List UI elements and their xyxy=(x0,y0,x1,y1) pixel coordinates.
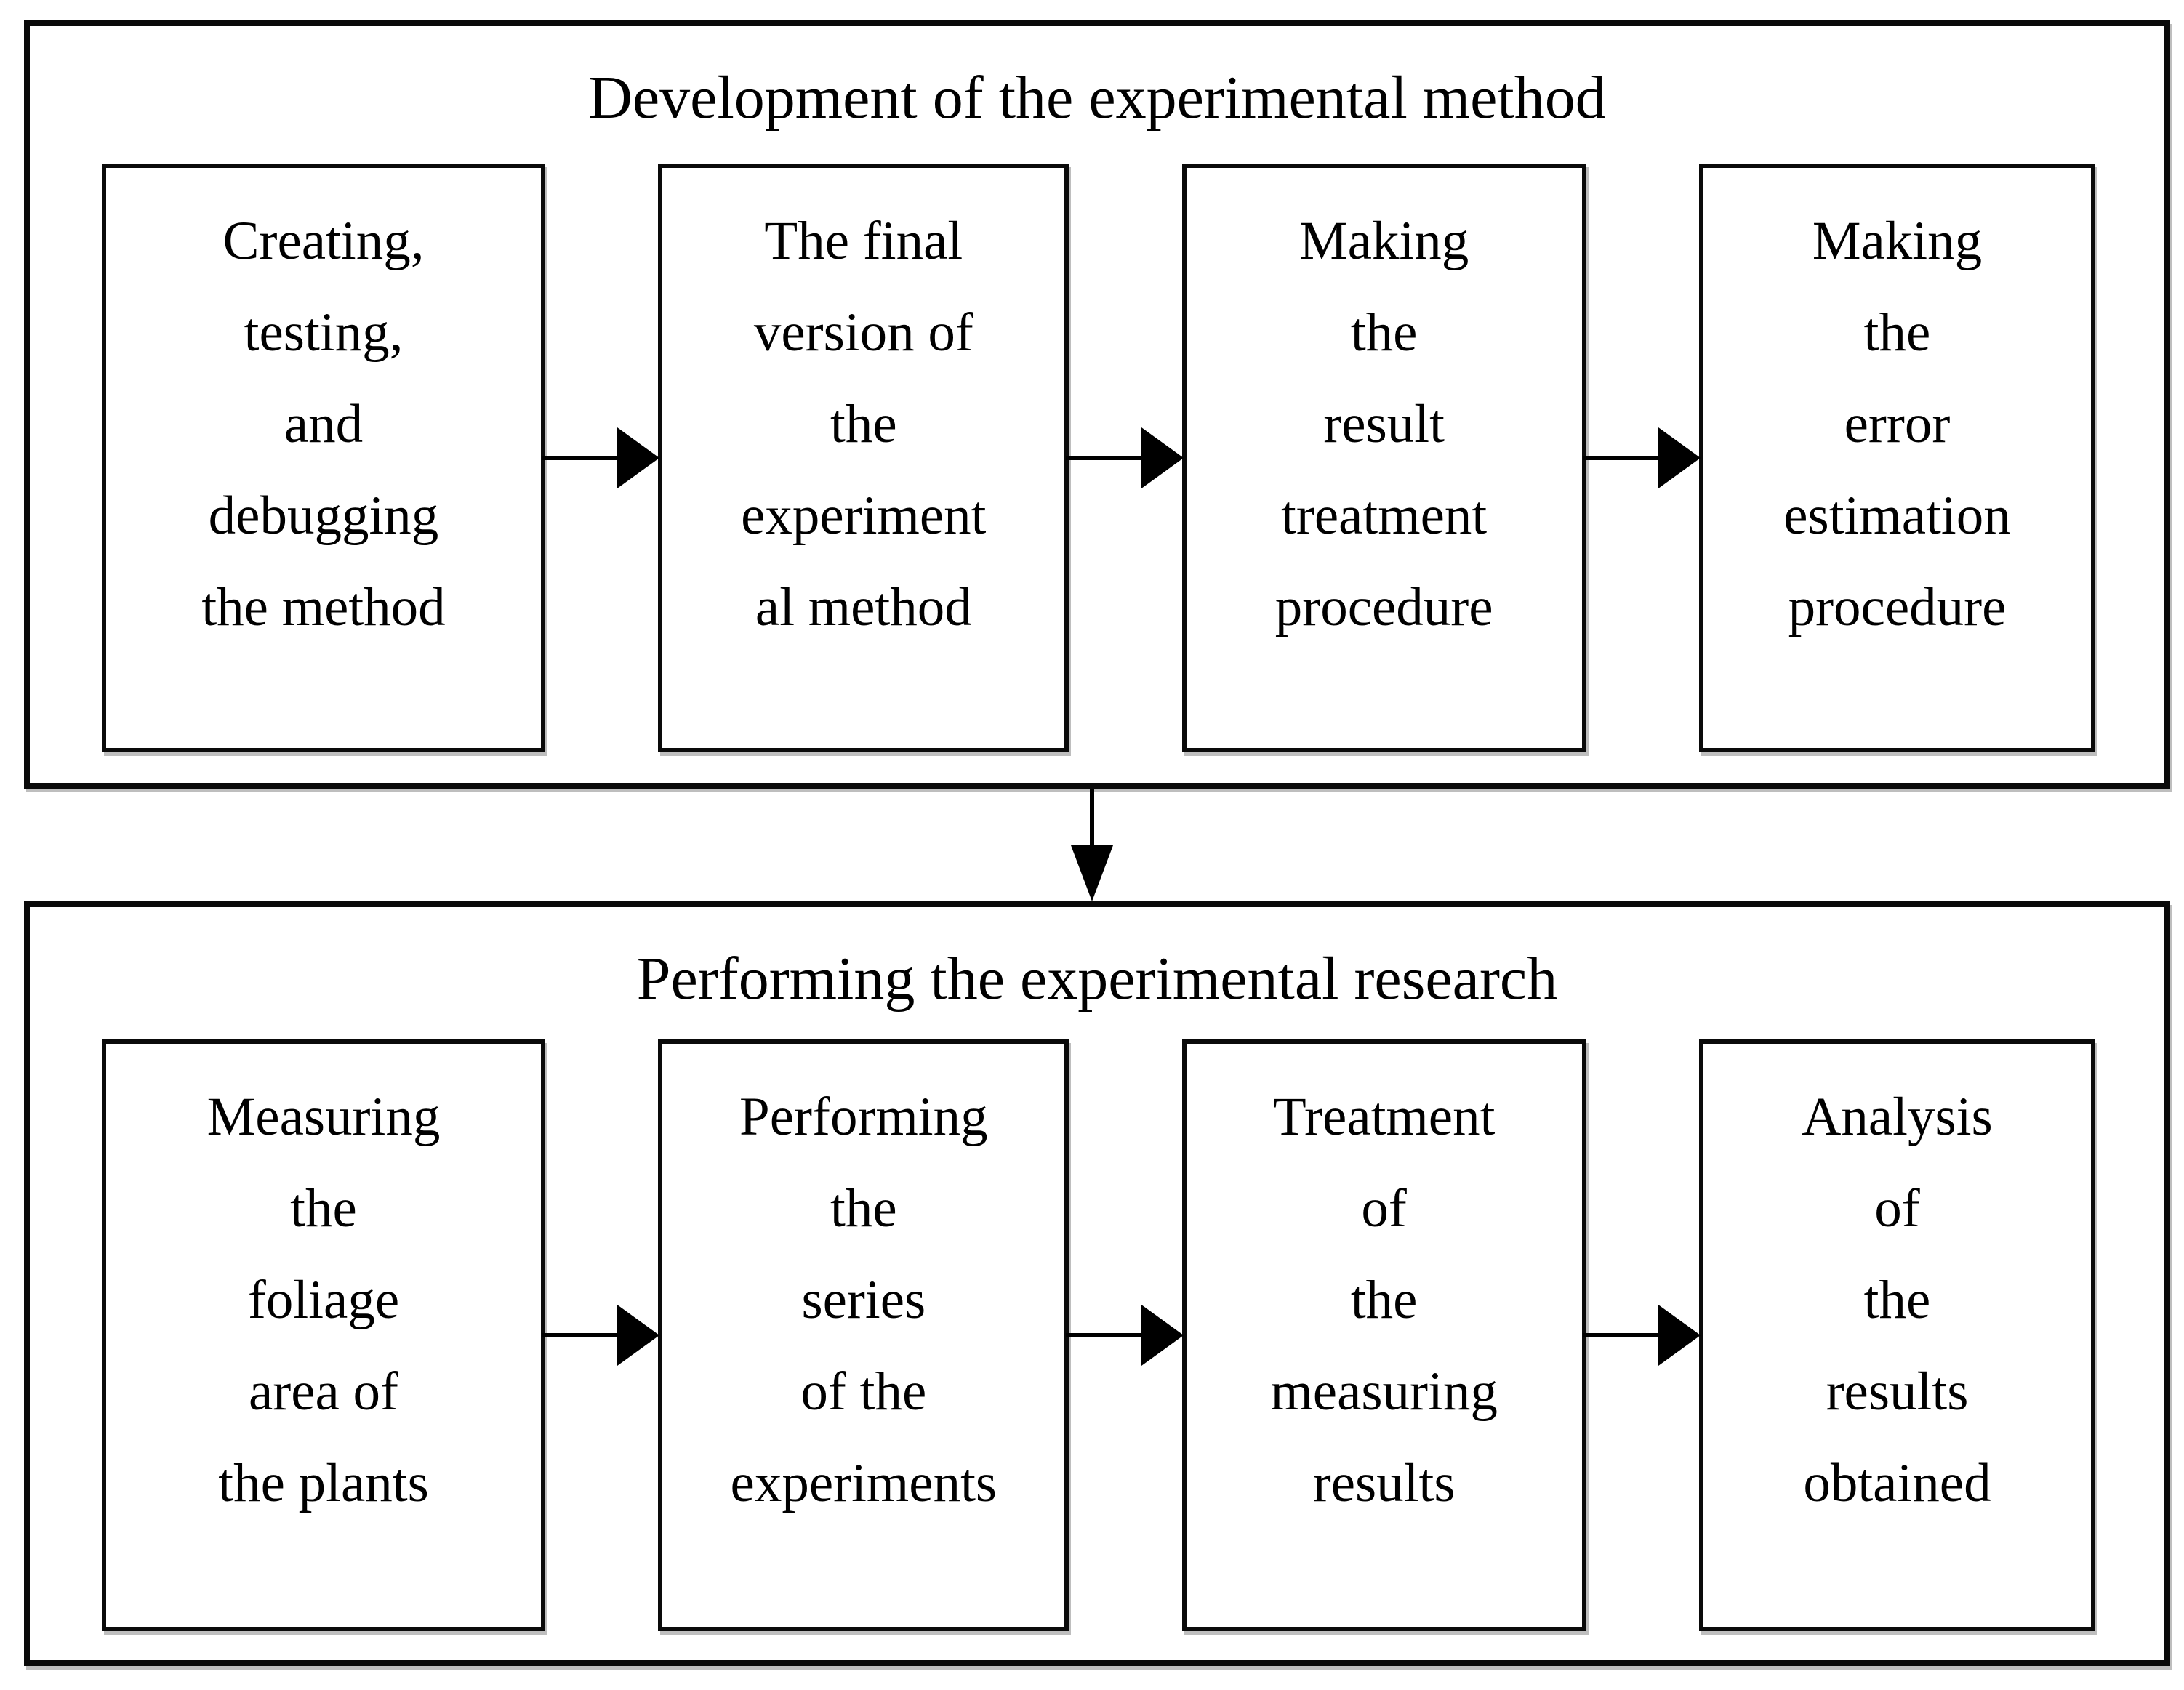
arrow-line xyxy=(1066,1333,1144,1337)
step-box-measuring-foliage: Measuring the foliage area of the plants xyxy=(102,1039,545,1631)
step-box-label: Treatment of the measuring results xyxy=(1270,1087,1498,1513)
flow-arrow-right xyxy=(1583,1039,1701,1631)
arrow-line xyxy=(1066,456,1144,460)
stage-connector-line xyxy=(1090,789,1094,850)
stage-performing: Performing the experimental research Mea… xyxy=(24,901,2170,1666)
step-box-series-experiments: Performing the series of the experiments xyxy=(658,1039,1069,1631)
stage-development-title: Development of the experimental method xyxy=(588,64,1606,132)
step-box-label: Making the error estimation procedure xyxy=(1783,211,2011,637)
arrow-line xyxy=(1583,1333,1661,1337)
arrowhead-right-icon xyxy=(1141,427,1184,488)
step-box-label: Making the result treatment procedure xyxy=(1274,211,1493,637)
stage-development: Development of the experimental method C… xyxy=(24,20,2170,789)
arrowhead-right-icon xyxy=(1141,1305,1184,1366)
flow-arrow-right xyxy=(1066,1039,1184,1631)
step-box-label: Performing the series of the experiments xyxy=(730,1087,997,1513)
arrowhead-down-icon xyxy=(1071,845,1113,901)
arrowhead-right-icon xyxy=(617,1305,660,1366)
step-box-treatment-results: Treatment of the measuring results xyxy=(1181,1039,1586,1631)
arrow-line xyxy=(542,1333,621,1337)
flow-arrow-right xyxy=(542,164,660,752)
flow-arrow-right xyxy=(542,1039,660,1631)
arrow-line xyxy=(542,456,621,460)
arrowhead-right-icon xyxy=(617,427,660,488)
step-box-result-treatment: Making the result treatment procedure xyxy=(1181,164,1586,752)
step-box-error-estimation: Making the error estimation procedure xyxy=(1698,164,2095,752)
arrowhead-right-icon xyxy=(1658,1305,1701,1366)
stage-performing-title: Performing the experimental research xyxy=(636,945,1558,1013)
arrow-line xyxy=(1583,456,1661,460)
step-box-label: Measuring the foliage area of the plants xyxy=(206,1087,441,1513)
stage-development-steps-row: Creating, testing, and debugging the met… xyxy=(102,164,2095,752)
flow-arrow-right xyxy=(1066,164,1184,752)
stage-performing-steps-row: Measuring the foliage area of the plants… xyxy=(102,1039,2095,1631)
flow-arrow-right xyxy=(1583,164,1701,752)
step-box-label: The final version of the experiment al m… xyxy=(741,211,987,637)
step-box-analysis-results: Analysis of the results obtained xyxy=(1698,1039,2095,1631)
step-box-label: Analysis of the results obtained xyxy=(1802,1087,1993,1513)
arrowhead-right-icon xyxy=(1658,427,1701,488)
step-box-creating-testing-debugging: Creating, testing, and debugging the met… xyxy=(102,164,545,752)
step-box-final-version: The final version of the experiment al m… xyxy=(658,164,1069,752)
step-box-label: Creating, testing, and debugging the met… xyxy=(201,211,446,637)
